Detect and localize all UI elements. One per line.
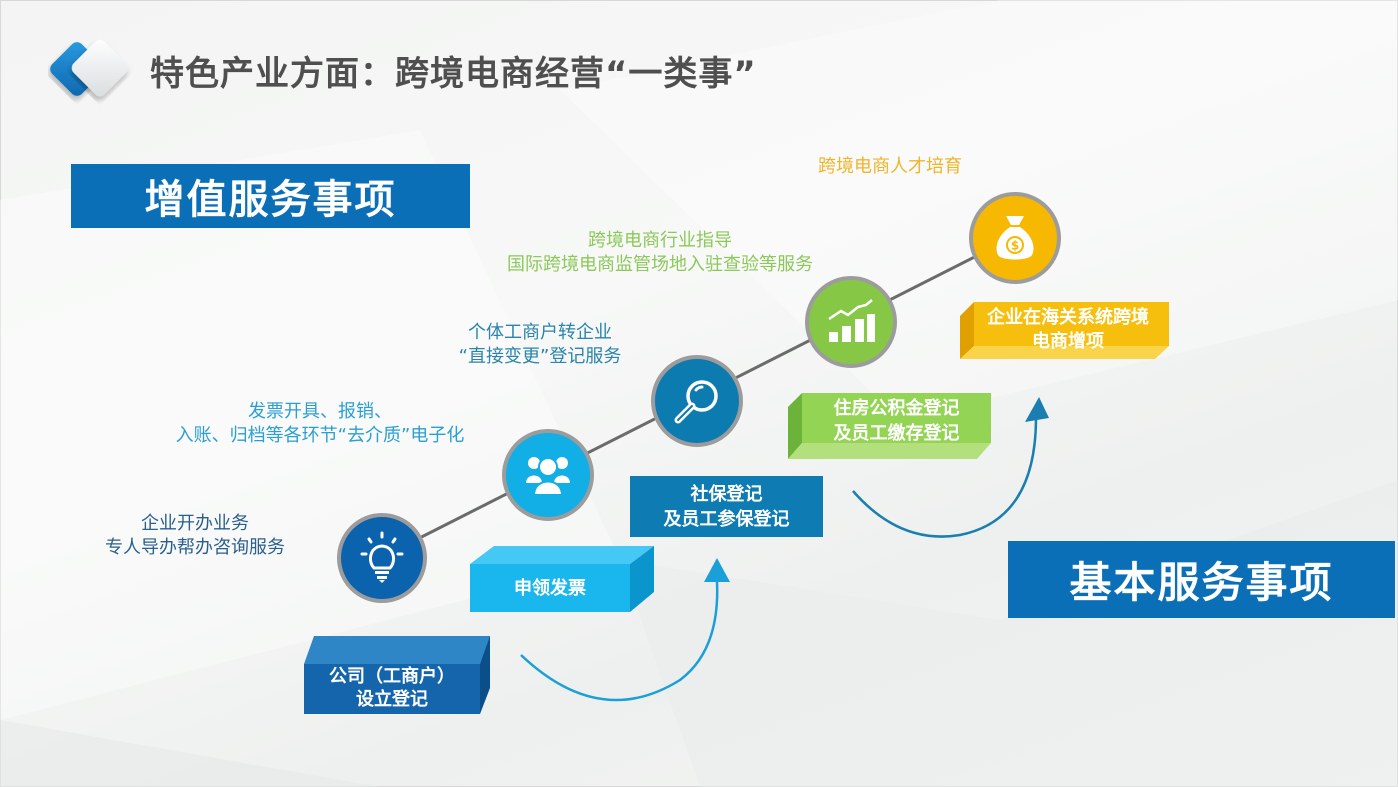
box-shape bbox=[960, 302, 1169, 359]
step-1-description-line-1: 企业开办业务 bbox=[141, 513, 249, 534]
magnifier-icon bbox=[674, 380, 718, 424]
step-2-circle bbox=[502, 429, 594, 521]
step-1-circle bbox=[337, 513, 427, 603]
step-5-description: 跨境电商人才培育 bbox=[795, 155, 985, 179]
money-bag-icon: $ bbox=[996, 216, 1034, 260]
value-added-services-banner: 增值服务事项 bbox=[71, 164, 470, 228]
basic-item-social-insurance: 社保登记 及员工参保登记 bbox=[630, 476, 823, 537]
step-3-circle bbox=[651, 355, 743, 447]
basic-item-5-line-1: 企业在海关系统跨境 bbox=[987, 307, 1149, 328]
basic-item-1-line-1: 公司（工商户） bbox=[329, 666, 455, 687]
people-icon bbox=[526, 457, 570, 496]
step-2-description: 发票开具、报销、 入账、归档等各环节“去介质”电子化 bbox=[130, 400, 510, 448]
lightbulb-icon bbox=[360, 531, 404, 583]
basic-item-customs-ecommerce: 企业在海关系统跨境 电商增项 bbox=[960, 302, 1169, 359]
step-1-description-line-2: 专人导办帮办咨询服务 bbox=[105, 537, 285, 558]
step-5-circle: $ bbox=[969, 192, 1061, 284]
step-3-description-line-2: “直接变更”登记服务 bbox=[458, 346, 622, 367]
box-shape bbox=[630, 476, 823, 537]
basic-services-banner: 基本服务事项 bbox=[1008, 541, 1395, 618]
step-4-description: 跨境电商行业指导 国际跨境电商监管场地入驻查验等服务 bbox=[470, 229, 850, 277]
basic-item-3-line-1: 社保登记 bbox=[690, 483, 763, 505]
basic-item-5-line-2: 电商增项 bbox=[1032, 331, 1104, 352]
basic-item-company-registration: 公司（工商户） 设立登记 bbox=[304, 636, 490, 714]
basic-item-4-line-1: 住房公积金登记 bbox=[833, 398, 960, 419]
step-3-description: 个体工商户转企业 “直接变更”登记服务 bbox=[430, 321, 650, 369]
page-title: 特色产业方面：跨境电商经营“一类事” bbox=[150, 54, 757, 94]
basic-item-1-line-2: 设立登记 bbox=[356, 689, 428, 710]
step-4-description-line-2: 国际跨境电商监管场地入驻查验等服务 bbox=[507, 254, 813, 275]
step-4-description-line-1: 跨境电商行业指导 bbox=[588, 230, 732, 251]
step-2-description-line-1: 发票开具、报销、 bbox=[248, 401, 392, 422]
basic-item-2-label: 申领发票 bbox=[514, 577, 586, 599]
basic-item-3-line-2: 及员工参保登记 bbox=[663, 508, 790, 530]
basic-item-4-line-2: 及员工缴存登记 bbox=[833, 423, 960, 444]
step-3-description-line-1: 个体工商户转企业 bbox=[468, 322, 612, 343]
step-2-description-line-2: 入账、归档等各环节“去介质”电子化 bbox=[175, 425, 465, 446]
step-5-description-line-1: 跨境电商人才培育 bbox=[818, 156, 962, 177]
basic-item-housing-fund: 住房公积金登记 及员工缴存登记 bbox=[788, 393, 991, 459]
step-1-description: 企业开办业务 专人导办帮办咨询服务 bbox=[70, 512, 320, 560]
title-logo-icon bbox=[50, 39, 129, 97]
growth-chart-icon bbox=[828, 299, 875, 342]
box-shape bbox=[304, 636, 490, 714]
step-4-circle bbox=[805, 276, 897, 368]
svg-text:$: $ bbox=[1011, 239, 1019, 253]
basic-item-invoice-application: 申领发票 bbox=[470, 546, 654, 612]
